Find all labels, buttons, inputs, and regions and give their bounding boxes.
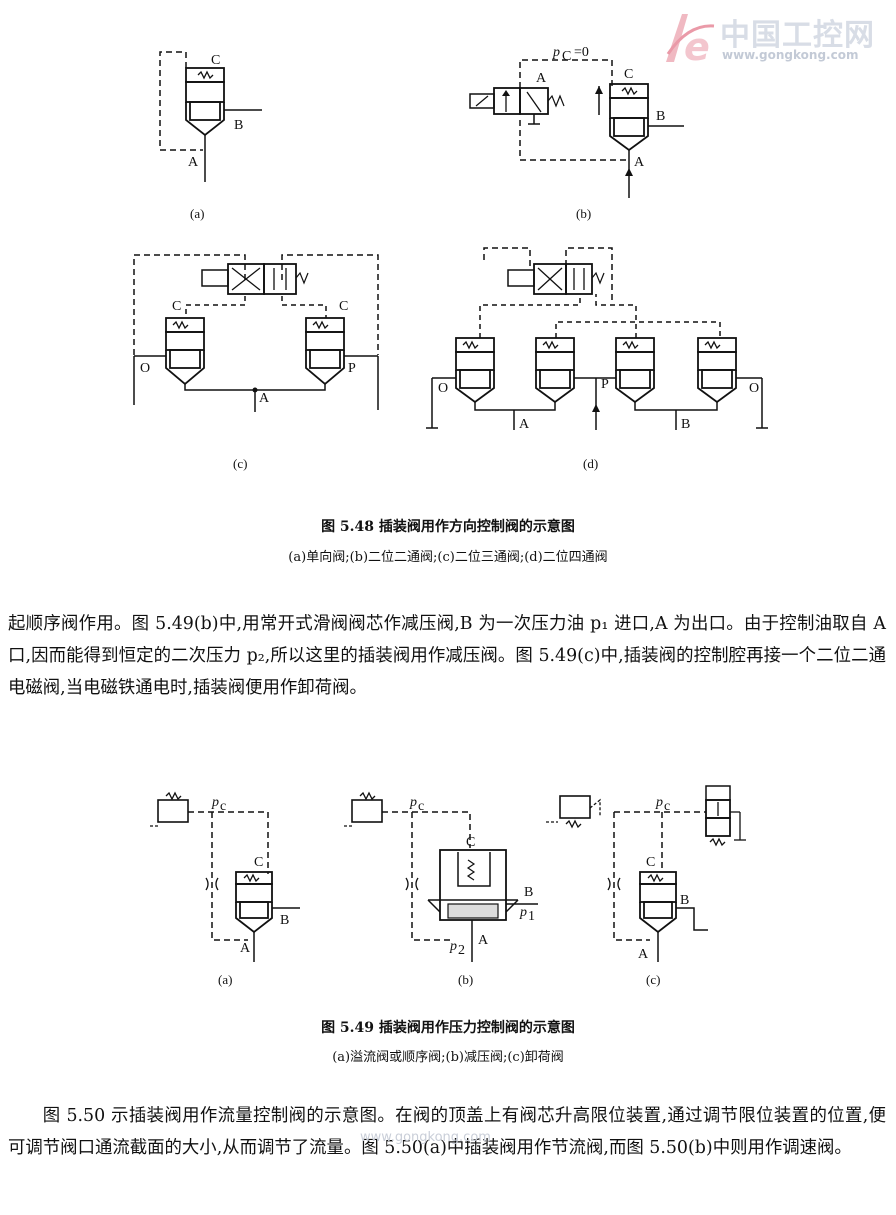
fig549a-relief-valve: p c C B A (a)	[150, 792, 300, 987]
body-paragraph-2: 图 5.50 示插装阀用作流量控制阀的示意图。在阀的顶盖上有阀芯升高限位装置,通…	[8, 1106, 886, 1158]
fig548-panel-a: (a)	[190, 206, 204, 221]
fig548d-label-a: A	[519, 417, 530, 432]
fig548-panel-b: (b)	[576, 206, 591, 221]
logo-chinese-text: 中国工控网	[720, 18, 875, 53]
solenoid-icon	[201, 269, 229, 287]
fig548c-label-c-left: C	[172, 299, 181, 314]
fig549-subcaption: (a)溢流阀或顺序阀;(b)减压阀;(c)卸荷阀	[332, 1050, 564, 1065]
fig549c-label-a: A	[638, 947, 649, 962]
fig549c-label-b: B	[680, 893, 689, 908]
fig548-panel-c: (c)	[233, 456, 247, 471]
logo-url-text: www.gongkong.com	[722, 48, 859, 62]
fig549-panel-a: (a)	[218, 972, 232, 987]
fig549a-label-pc: p	[211, 795, 219, 810]
fig549-caption: 图 5.49 插装阀用作压力控制阀的示意图	[321, 1020, 575, 1036]
fig548b-label-pc-eq: =0	[574, 45, 589, 60]
fig548-caption: 图 5.48 插装阀用作方向控制阀的示意图	[321, 519, 575, 535]
fig549-panel-b: (b)	[458, 972, 473, 987]
fig548a-check-valve: C B A (a)	[159, 51, 262, 221]
fig549b-label-pc: p	[409, 795, 417, 810]
fig548-subcaption: (a)单向阀;(b)二位二通阀;(c)二位三通阀;(d)二位四通阀	[288, 550, 608, 565]
fig548a-label-c: C	[211, 53, 220, 68]
fig549b-label-b: B	[524, 885, 533, 900]
fig549b-label-p1: p	[519, 905, 527, 920]
fig548b-label-a-top: A	[536, 71, 547, 86]
fig549b-label-p2-sub: 2	[458, 943, 465, 958]
fig549b-label-p1-sub: 1	[528, 909, 535, 924]
fig549b-reducing-valve: p c C B p 1 p 2 A (b)	[344, 792, 538, 987]
fig548b-two-way-valve: p C =0 A C B A (b)	[469, 45, 684, 221]
fig548c-label-a: A	[259, 391, 270, 406]
fig549b-label-a: A	[478, 933, 489, 948]
fig548b-label-b: B	[656, 109, 665, 124]
solenoid-icon	[507, 269, 535, 287]
svg-text:e: e	[684, 25, 710, 66]
fig548c-label-p: P	[348, 361, 356, 376]
fig549a-label-b: B	[280, 913, 289, 928]
fig549a-label-c: C	[254, 855, 263, 870]
fig549c-label-pc: p	[655, 795, 663, 810]
fig549-panel-c: (c)	[646, 972, 660, 987]
fig548d-four-way-valve: O P O A B (d)	[426, 247, 768, 471]
fig548b-label-a: A	[634, 155, 645, 170]
fig548c-label-o: O	[140, 361, 150, 376]
solenoid-icon	[705, 785, 731, 801]
fig548b-label-c: C	[624, 67, 633, 82]
fig549c-label-c: C	[646, 855, 655, 870]
logo-ie-icon: e	[666, 14, 715, 66]
fig548a-label-a: A	[188, 155, 199, 170]
watermark-text: www.gongkong.com	[360, 1130, 491, 1145]
fig548d-label-p: P	[601, 377, 609, 392]
fig548d-label-b: B	[681, 417, 690, 432]
fig548a-label-b: B	[234, 118, 243, 133]
fig549b-label-p2: p	[449, 939, 457, 954]
fig548b-label-pc-sub: C	[562, 49, 571, 64]
fig548-panel-d: (d)	[583, 456, 598, 471]
fig549c-unloading-valve: p c C B A (c)	[546, 785, 746, 987]
site-logo: e 中国工控网 www.gongkong.com	[658, 6, 888, 68]
fig548d-label-o-left: O	[438, 381, 448, 396]
fig549a-label-pc-sub: c	[220, 799, 226, 814]
fig549b-label-c: C	[466, 835, 475, 850]
body-paragraph-1: 起顺序阀作用。图 5.49(b)中,用常开式滑阀阀芯作减压阀,B 为一次压力油 …	[8, 614, 886, 698]
fig548c-label-c-right: C	[339, 299, 348, 314]
fig549c-label-pc-sub: c	[664, 799, 670, 814]
fig548c-three-way-valve: C C O P A (c)	[133, 254, 379, 471]
fig549b-label-pc-sub: c	[418, 799, 424, 814]
fig549a-label-a: A	[240, 941, 251, 956]
fig548b-label-pc: p	[552, 45, 560, 60]
fig548d-label-o-right: O	[749, 381, 759, 396]
